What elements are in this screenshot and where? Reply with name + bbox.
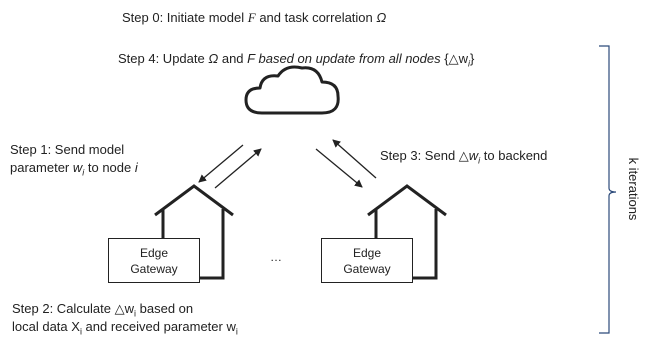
gateway-right-line2: Gateway [343,261,391,276]
house-icon-left [154,184,234,280]
ellipsis: … [270,250,282,264]
arrow-cloud-to-right-node [315,148,363,188]
cloud-icon [244,65,340,115]
arrow-right-node-to-cloud [332,139,377,179]
edge-gateway-left: Edge Gateway [108,238,200,283]
arrow-left-node-to-cloud [214,148,262,189]
gateway-left-line2: Gateway [130,261,178,276]
step1-line2: parameter wi to node i [10,160,138,178]
step0-text: Step 0: Initiate model F and task correl… [122,10,387,25]
step2-line2: local data Xi and received parameter wi [12,319,238,337]
gateway-right-line1: Edge [352,245,382,260]
arrow-cloud-to-left-node [198,144,244,183]
house-icon-right [367,184,447,280]
step2-line1: Step 2: Calculate △wi based on [12,301,194,319]
iterations-brace [599,45,617,334]
gateway-left-line1: Edge [139,245,169,260]
iterations-label: k iterations [626,157,641,221]
step3-text: Step 3: Send △wi to backend [380,148,548,166]
edge-gateway-right: Edge Gateway [321,238,413,283]
step1-line1: Step 1: Send model [10,142,125,157]
step4-text: Step 4: Update Ω and F based on update f… [118,51,475,69]
